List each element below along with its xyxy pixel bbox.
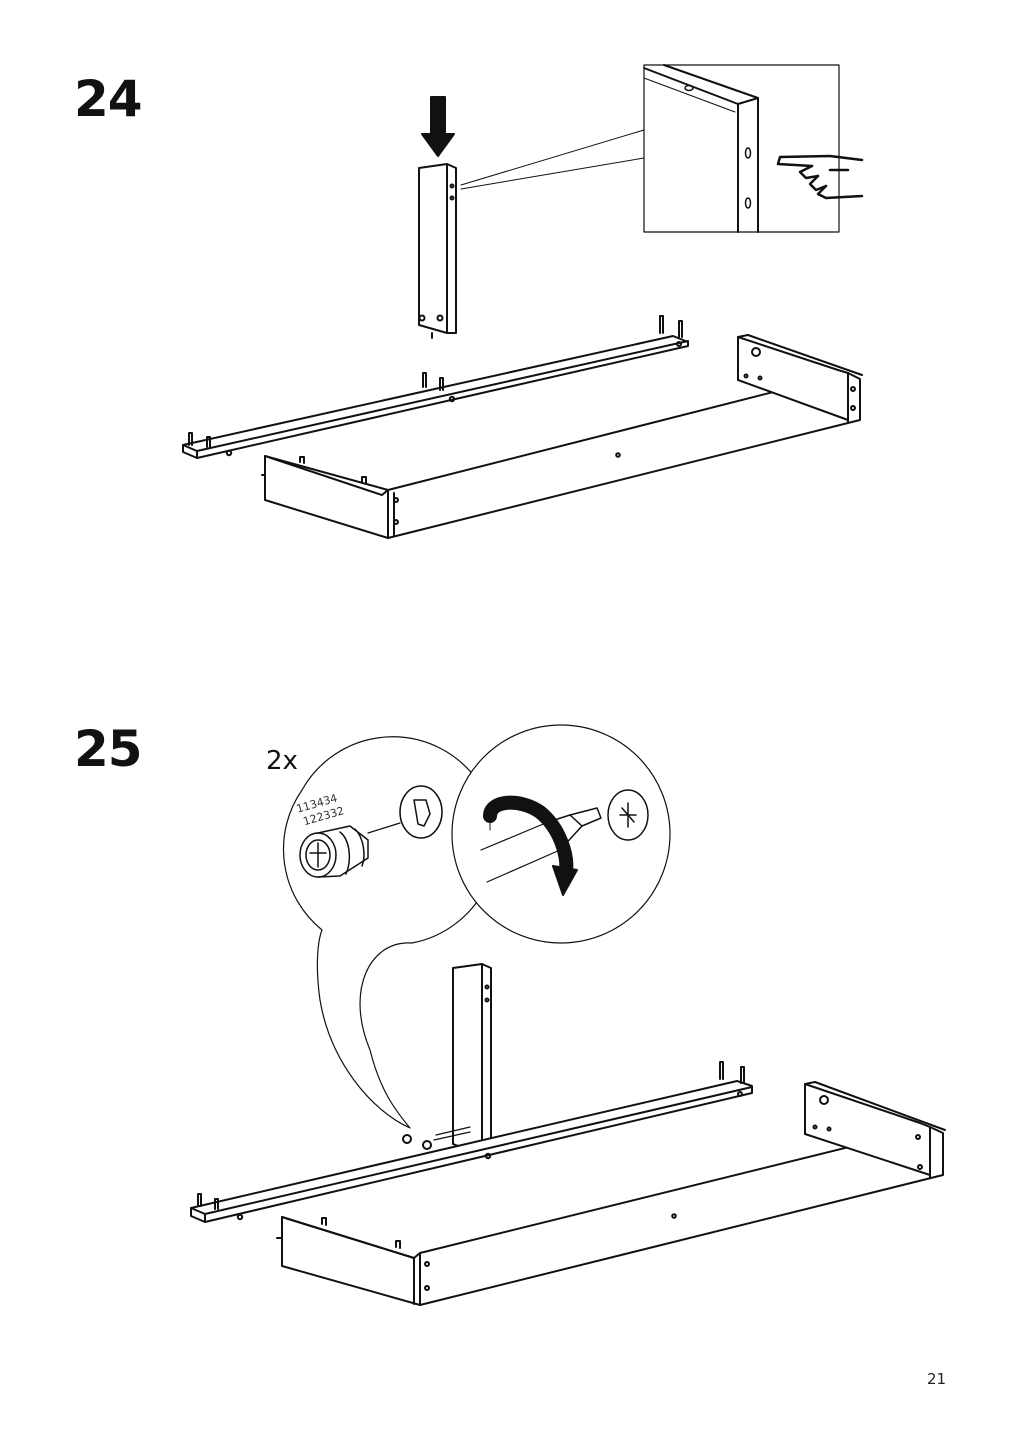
base-frame: [261, 334, 863, 539]
pointing-hand-icon: [776, 154, 864, 200]
page-number: 21: [927, 1370, 947, 1388]
cam-lock-detail-circle: [282, 736, 498, 1129]
long-rail: [182, 315, 689, 459]
step-24-diagram: [182, 64, 864, 539]
step-25-number: 25: [74, 720, 143, 778]
cam-lock-fitting-icon: [299, 825, 369, 878]
step-25-diagram: 2x 113434 122332: [190, 724, 946, 1306]
quantity-label: 2x: [266, 746, 298, 776]
base-frame: [276, 1081, 946, 1306]
vertical-divider-panel: [418, 163, 457, 339]
clockwise-rotation-arrow-icon: [483, 795, 578, 896]
down-arrow-icon: [421, 96, 455, 157]
long-rail: [190, 1061, 753, 1223]
edge-detail-box: [643, 64, 840, 233]
screwdriver-detail-circle: [451, 724, 671, 944]
vertical-divider-panel: [452, 963, 492, 1156]
cam-lock-hole-icon: [399, 785, 443, 839]
step-24-number: 24: [74, 70, 143, 128]
